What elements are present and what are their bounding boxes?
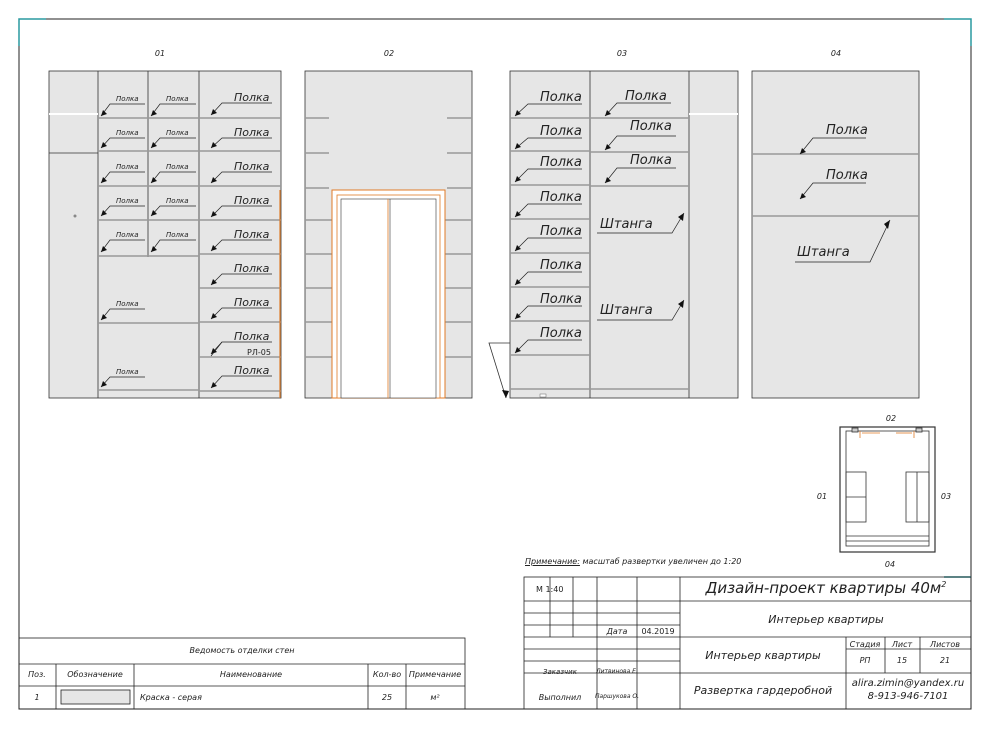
shelf-label: Полка — [116, 95, 139, 103]
shelf-label: Полка — [630, 119, 672, 134]
stamp-client-role: Заказчик — [543, 668, 577, 676]
plan-label-bottom: 04 — [884, 560, 896, 569]
scale-note: Примечание: масштаб развертки увеличен д… — [525, 558, 741, 566]
corner-mark — [18, 18, 46, 46]
shelf-label: Полка — [234, 262, 270, 275]
elevation-02 — [304, 70, 473, 399]
stamp-project-title: Дизайн-проект квартиры 40м2 — [706, 581, 947, 596]
corner-mark — [944, 18, 972, 46]
elevation-01 — [48, 70, 282, 399]
note-text: масштаб развертки увеличен до 1:20 — [579, 557, 742, 566]
plan-label-right: 03 — [940, 492, 952, 501]
shelf-label: Полка — [116, 231, 139, 239]
finish-table-grid — [18, 637, 466, 710]
stamp-sheet: 15 — [896, 656, 908, 665]
shelf-label: Полка — [540, 258, 582, 273]
shelf-label: Полка — [116, 368, 139, 376]
col-header-name: Наименование — [219, 670, 283, 679]
shelf-label: Полка — [540, 90, 582, 105]
mark-label: РЛ-05 — [247, 348, 271, 357]
row-pos: 1 — [34, 693, 40, 702]
shelf-label: Полка — [826, 123, 868, 138]
col-header-pos: Поз. — [28, 670, 46, 679]
stamp-section: Интерьер квартиры — [705, 649, 821, 662]
shelf-label: Полка — [116, 197, 139, 205]
arrowheads — [101, 109, 890, 398]
shelf-label: Полка — [540, 190, 582, 205]
stamp-stage: РП — [859, 656, 871, 665]
shelf-label: Полка — [166, 231, 189, 239]
stamp-sheets-header: Листов — [930, 640, 960, 649]
plan-label-left: 01 — [816, 492, 828, 501]
shelf-label: Полка — [540, 326, 582, 341]
shelf-label: Полка — [234, 364, 270, 377]
stamp-client: Литвинова Е. — [596, 668, 638, 675]
rod-label: Штанга — [600, 217, 653, 232]
shelf-label: Полка — [116, 300, 139, 308]
shelf-label: Полка — [234, 194, 270, 207]
view-label-02: 02 — [383, 49, 395, 58]
note-prefix: Примечание: — [525, 557, 580, 566]
shelf-label: Полка — [540, 155, 582, 170]
shelf-label: Полка — [540, 124, 582, 139]
project-title-text: Дизайн-проект квартиры 40м — [705, 579, 942, 597]
shelf-label: Полка — [826, 168, 868, 183]
rod-label: Штанга — [797, 245, 850, 260]
shelf-label: Полка — [234, 91, 270, 104]
shelf-label: Полка — [166, 197, 189, 205]
view-label-03: 03 — [616, 49, 628, 58]
shelf-label: Полка — [166, 163, 189, 171]
stamp-sheets: 21 — [939, 656, 951, 665]
shelf-label: Полка — [234, 228, 270, 241]
shelf-label: Полка — [540, 292, 582, 307]
elevation-03 — [488, 70, 739, 399]
col-header-qty: Кол-во — [372, 670, 402, 679]
rod-label: Штанга — [600, 303, 653, 318]
col-header-designation: Обозначение — [67, 670, 123, 679]
shelf-label: Полка — [630, 153, 672, 168]
shelf-label: Полка — [234, 330, 270, 343]
shelf-label: Полка — [116, 129, 139, 137]
stamp-phone: 8-913-946-7101 — [867, 691, 949, 702]
shelf-label: Полка — [166, 129, 189, 137]
shelf-label: Полка — [234, 160, 270, 173]
stamp-drawing-name: Развертка гардеробной — [693, 684, 833, 697]
shelf-label: Полка — [116, 163, 139, 171]
shelf-label: Полка — [234, 126, 270, 139]
view-label-04: 04 — [830, 49, 842, 58]
stamp-date-label: Дата — [606, 627, 628, 636]
sheet-frame — [18, 18, 972, 710]
stamp-author: Паршукова О. — [594, 693, 640, 700]
stamp-sheet-header: Лист — [891, 640, 913, 649]
shelf-label: Полка — [166, 95, 189, 103]
shelf-label: Полка — [625, 89, 667, 104]
stamp-scale: М 1:40 — [536, 585, 564, 594]
row-unit: м² — [430, 693, 440, 702]
row-name: Краска - серая — [140, 693, 202, 702]
project-title-sup: 2 — [941, 580, 947, 589]
finish-table-title: Ведомость отделки стен — [189, 646, 295, 655]
elevation-04 — [751, 70, 920, 399]
stamp-subtitle: Интерьер квартиры — [768, 613, 884, 626]
title-block-grid — [523, 576, 972, 710]
plan-label-top: 02 — [885, 414, 897, 423]
stamp-date: 04.2019 — [641, 627, 675, 636]
stamp-email: alira.zimin@yandex.ru — [851, 678, 965, 689]
view-label-01: 01 — [154, 49, 166, 58]
floor-plan — [839, 426, 936, 553]
row-qty: 25 — [381, 693, 393, 702]
shelf-label: Полка — [540, 224, 582, 239]
stamp-stage-header: Стадия — [849, 640, 881, 649]
shelf-label: Полка — [234, 296, 270, 309]
stamp-author-role: Выполнил — [538, 693, 582, 702]
col-header-note: Примечание — [408, 670, 462, 679]
